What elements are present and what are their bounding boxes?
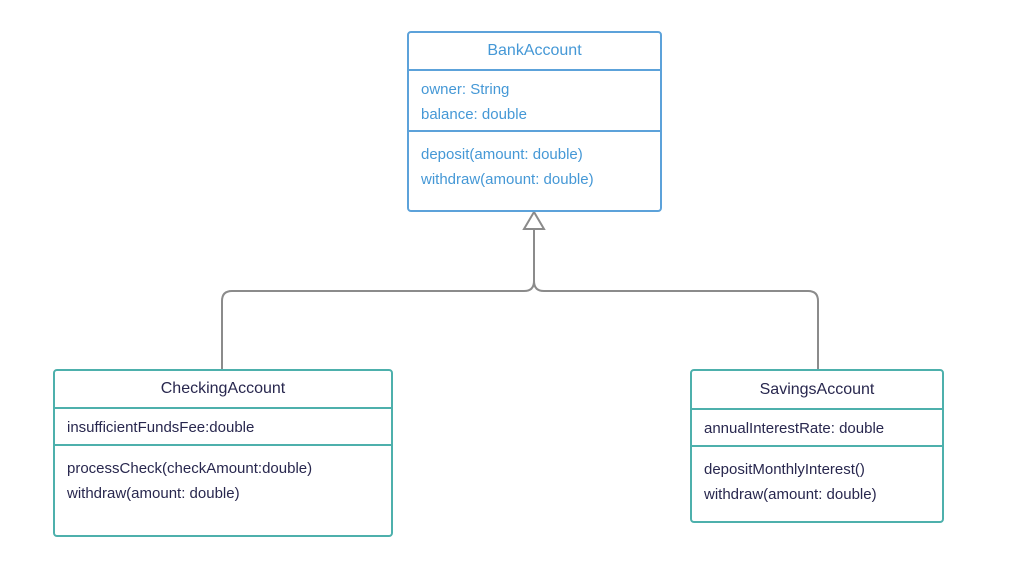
attributes-section-checkingaccount: insufficientFundsFee:double <box>55 409 391 446</box>
method: depositMonthlyInterest() <box>704 461 865 478</box>
class-box-bankaccount[interactable]: BankAccount owner: String balance: doubl… <box>407 31 662 212</box>
methods-section-savingsaccount: depositMonthlyInterest() withdraw(amount… <box>692 447 942 521</box>
connector-branch-savings[interactable] <box>533 229 819 369</box>
methods-section-bankaccount: deposit(amount: double) withdraw(amount:… <box>409 132 660 210</box>
method: withdraw(amount: double) <box>704 486 877 503</box>
class-title-checkingaccount: CheckingAccount <box>55 371 391 409</box>
generalization-arrowhead <box>522 210 546 230</box>
attribute: balance: double <box>421 106 527 123</box>
class-title-bankaccount: BankAccount <box>409 33 660 71</box>
attributes-section-bankaccount: owner: String balance: double <box>409 71 660 132</box>
class-box-checkingaccount[interactable]: CheckingAccount insufficientFundsFee:dou… <box>53 369 393 537</box>
attribute: insufficientFundsFee:double <box>67 419 255 436</box>
methods-section-checkingaccount: processCheck(checkAmount:double) withdra… <box>55 446 391 535</box>
attribute: annualInterestRate: double <box>704 420 885 437</box>
attributes-section-savingsaccount: annualInterestRate: double <box>692 410 942 447</box>
connector-branch-checking[interactable] <box>221 229 535 369</box>
method: withdraw(amount: double) <box>67 485 240 502</box>
method: processCheck(checkAmount:double) <box>67 460 313 477</box>
class-title-savingsaccount: SavingsAccount <box>692 371 942 410</box>
method: withdraw(amount: double) <box>421 171 594 188</box>
attribute: owner: String <box>421 81 510 98</box>
class-box-savingsaccount[interactable]: SavingsAccount annualInterestRate: doubl… <box>690 369 944 523</box>
method: deposit(amount: double) <box>421 146 583 163</box>
